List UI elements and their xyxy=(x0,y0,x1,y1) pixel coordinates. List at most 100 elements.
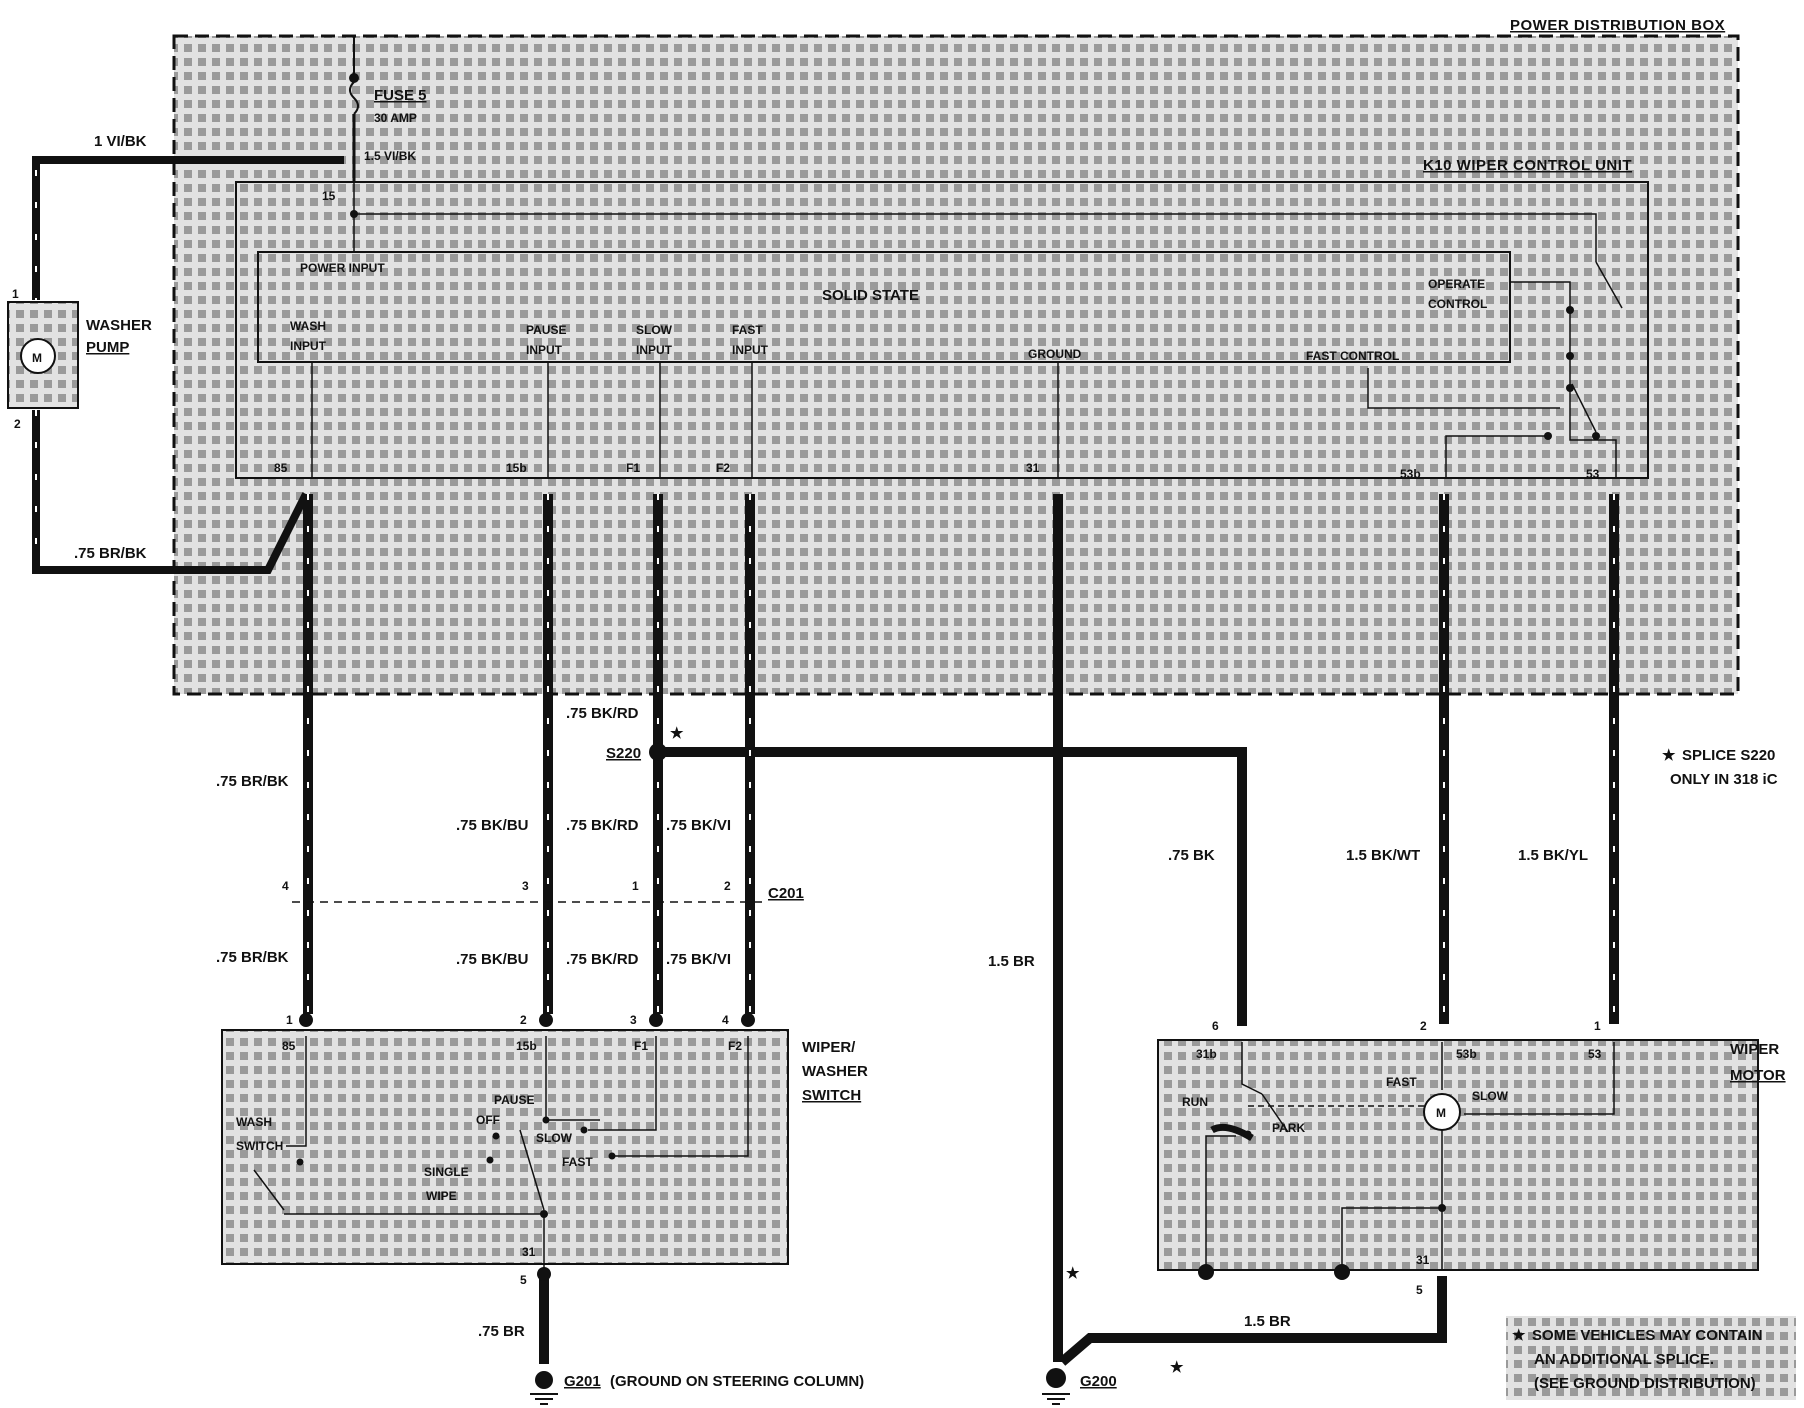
k10-title: K10 WIPER CONTROL UNIT xyxy=(1423,157,1632,174)
motor-park-blade xyxy=(1261,1093,1289,1133)
switch-label-3: SWITCH xyxy=(802,1087,861,1104)
power-distribution-box xyxy=(172,34,1740,696)
fast-switch-blade xyxy=(1571,383,1597,433)
g201-ground-icon xyxy=(530,1393,558,1405)
wiper-motor-box xyxy=(1157,1039,1759,1271)
splice-note-star: ★ xyxy=(1662,747,1676,764)
motor-run-label: RUN xyxy=(1182,1095,1208,1109)
operate-control-label-2: CONTROL xyxy=(1428,297,1487,311)
connector-c201-label: C201 xyxy=(768,885,804,902)
switch-single-label-2: WIPE xyxy=(426,1189,457,1203)
footnote-line-3: (SEE GROUND DISTRIBUTION) xyxy=(1534,1375,1756,1392)
motor-run-circuit xyxy=(1205,1135,1236,1272)
switch-off-label: OFF xyxy=(476,1113,500,1127)
motor-park-contact xyxy=(1244,1130,1252,1138)
terminal-15: 15 xyxy=(322,189,336,203)
wire-fast-motor-label: 1.5 BK/WT xyxy=(1346,847,1420,864)
motor-ground-node-3 xyxy=(1438,1204,1446,1212)
switch-pin-1-node xyxy=(299,1013,313,1027)
pause-input-label-2: INPUT xyxy=(526,343,563,357)
operate-control-feed xyxy=(354,213,1597,262)
terminal-53: 53 xyxy=(1586,467,1600,481)
switch-fast-label: FAST xyxy=(562,1155,593,1169)
pump-pin-2: 2 xyxy=(14,417,21,431)
motor-park-label: PARK xyxy=(1272,1121,1305,1135)
slow-input-label-2: INPUT xyxy=(636,343,673,357)
motor-armature-m: M xyxy=(1436,1106,1446,1120)
motor-fast-label: FAST xyxy=(1386,1075,1417,1089)
operate-control-label-1: OPERATE xyxy=(1428,277,1485,291)
switch-pin-2-node xyxy=(539,1013,553,1027)
power-input-label: POWER INPUT xyxy=(300,261,385,275)
wire-splice-motor-label: .75 BK xyxy=(1168,847,1215,864)
switch-slow-label: SLOW xyxy=(536,1131,573,1145)
pump-pin-1: 1 xyxy=(12,287,19,301)
motor-armature-icon xyxy=(1423,1093,1461,1131)
fast-input-label-1: FAST xyxy=(732,323,763,337)
motor-53-circuit xyxy=(1464,1042,1615,1115)
switch-main-blade xyxy=(519,1129,545,1211)
splice-feed-wire-label: .75 BK/RD xyxy=(566,705,639,722)
switch-contact-slow xyxy=(580,1126,588,1134)
motor-pin-2: 2 xyxy=(1420,1019,1427,1033)
switch-label-1: WIPER/ xyxy=(802,1039,856,1056)
ground-star-1: ★ xyxy=(1066,1265,1080,1282)
wire-ground-label: 1.5 BR xyxy=(988,953,1035,970)
wiper-washer-switch-box xyxy=(221,1029,789,1265)
switch-contact-wash xyxy=(296,1158,304,1166)
wire-slow-lower-label: .75 BK/RD xyxy=(566,951,639,968)
pump-top-wire-label: 1 VI/BK xyxy=(94,133,147,150)
wire-wash-lower-label: .75 BR/BK xyxy=(216,949,289,966)
switch-contact-pause xyxy=(542,1116,550,1124)
g201-note: (GROUND ON STEERING COLUMN) xyxy=(610,1373,864,1390)
terminal-53b: 53b xyxy=(1400,467,1421,481)
relay-node-3 xyxy=(1566,384,1574,392)
relay-node-4 xyxy=(1544,432,1552,440)
wire-slow-motor-label: 1.5 BK/YL xyxy=(1518,847,1588,864)
fast-control-label: FAST CONTROL xyxy=(1306,349,1399,363)
splice-s220-label: S220 xyxy=(606,745,641,762)
footnote-line-1: SOME VEHICLES MAY CONTAIN xyxy=(1532,1327,1763,1344)
switch-contact-fast xyxy=(608,1152,616,1160)
g200-ground-icon xyxy=(1042,1393,1070,1405)
switch-term-15b: 15b xyxy=(516,1039,537,1053)
splice-note-line-1: SPLICE S220 xyxy=(1682,747,1775,764)
relay-node-5 xyxy=(1592,432,1600,440)
switch-pin-3: 3 xyxy=(630,1013,637,1027)
switch-term-85: 85 xyxy=(282,1039,296,1053)
ground-star-2: ★ xyxy=(1170,1359,1184,1376)
relay-node-1 xyxy=(1566,306,1574,314)
switch-wash-blade xyxy=(253,1169,285,1211)
motor-label-1: WIPER xyxy=(1730,1041,1779,1058)
switch-wash-circuit xyxy=(286,1036,307,1147)
pump-bottom-wire-label: .75 BR/BK xyxy=(74,545,147,562)
motor-ground-bus-a xyxy=(1341,1207,1442,1272)
operate-relay-internal xyxy=(1510,281,1617,478)
switch-pin-5: 5 xyxy=(520,1273,527,1287)
connector-pin-3: 3 xyxy=(522,879,529,893)
wire-pause-lower-label: .75 BK/BU xyxy=(456,951,529,968)
footnote-box xyxy=(1506,1316,1796,1400)
wire-slow-upper-label: .75 BK/RD xyxy=(566,817,639,834)
switch-slow-circuit xyxy=(588,1036,657,1131)
motor-ground-node-2 xyxy=(1334,1264,1350,1280)
g200-node xyxy=(1046,1368,1066,1388)
terminal-f1: F1 xyxy=(626,461,640,475)
switch-wash-label-1: WASH xyxy=(236,1115,272,1129)
g201-label: G201 xyxy=(564,1373,601,1390)
fuse-name: FUSE 5 xyxy=(374,87,427,104)
pump-top-wire xyxy=(32,156,344,300)
wire-pause-upper-label: .75 BK/BU xyxy=(456,817,529,834)
washer-pump-label-1: WASHER xyxy=(86,317,152,334)
wire-fast-lower-label: .75 BK/VI xyxy=(666,951,731,968)
connector-pin-1: 1 xyxy=(632,879,639,893)
wire-switch-ground-label: .75 BR xyxy=(478,1323,525,1340)
motor-slow-label: SLOW xyxy=(1472,1089,1509,1103)
switch-pin-2: 2 xyxy=(520,1013,527,1027)
motor-term-53b: 53b xyxy=(1456,1047,1477,1061)
washer-pump-motor-icon xyxy=(20,338,56,374)
motor-pin-6: 6 xyxy=(1212,1019,1219,1033)
motor-label-2: MOTOR xyxy=(1730,1067,1786,1084)
switch-pin-3-node xyxy=(649,1013,663,1027)
